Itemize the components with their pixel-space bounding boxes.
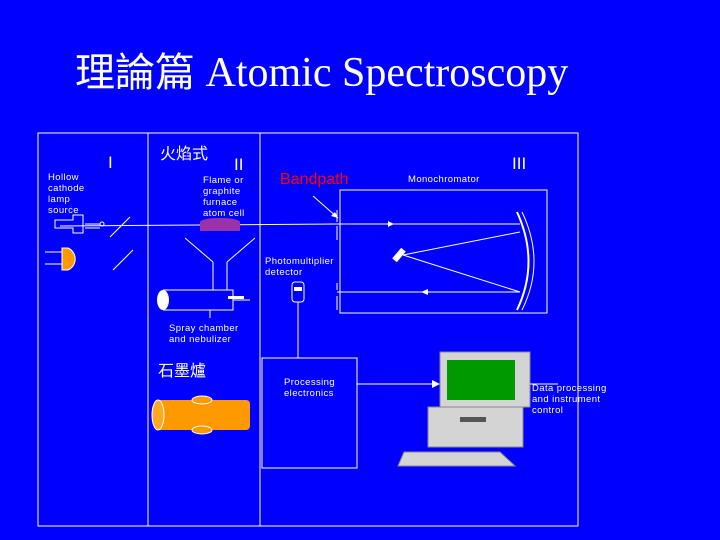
title-chinese: 理論篇: [75, 50, 195, 96]
chopper-top: [109, 216, 131, 238]
light-path-to-grating: [402, 231, 521, 256]
title-english: Atomic Spectroscopy: [205, 50, 569, 96]
photomultiplier-tube: [291, 281, 305, 303]
nebulizer-head: [228, 296, 244, 299]
lamp-top-outline: [54, 214, 84, 234]
spray-chamber-end: [157, 290, 169, 310]
keyboard: [397, 451, 517, 467]
slide-title: 理論篇 Atomic Spectroscopy: [75, 40, 568, 98]
bandpath-arrowhead: [331, 212, 338, 218]
section-label-one: I: [108, 153, 113, 172]
concave-mirror-back: [521, 211, 535, 311]
hollow-cathode-label: Hollow cathode lamp source: [48, 172, 85, 216]
computer-base: [427, 406, 524, 448]
flame-cell-label: Flame or graphite furnace atom cell: [203, 175, 245, 219]
concave-mirror: [516, 211, 530, 311]
graphite-furnace: [155, 400, 250, 430]
flame-top: [200, 218, 240, 226]
photomultiplier-window: [294, 287, 302, 291]
chopper-bottom: [112, 249, 134, 271]
spray-chamber-body: [163, 289, 234, 311]
graphite-furnace-chinese-label: 石墨爐: [158, 361, 207, 380]
arrow-left: [421, 289, 428, 295]
furnace-port-bottom: [191, 425, 213, 435]
section-three-frame: [259, 132, 579, 527]
processing-box: [261, 357, 358, 469]
flame-chinese-label: 火焰式: [160, 144, 209, 163]
spray-chamber-label: Spray chamber and nebulizer: [169, 323, 239, 345]
processing-label: Processing electronics: [284, 377, 335, 399]
section-label-three: III: [512, 154, 527, 173]
furnace-left-end: [151, 399, 165, 431]
monochromator-label: Monochromator: [408, 174, 480, 185]
disk-slot: [460, 417, 486, 422]
processing-arrowhead: [432, 380, 440, 388]
arrow-right: [388, 221, 394, 227]
flame-cell: [200, 222, 240, 231]
bandpath-label: Bandpath: [280, 171, 349, 188]
furnace-port-top: [191, 395, 213, 405]
light-path-main: [59, 223, 338, 227]
burner-right: [226, 237, 256, 263]
lamp-bottom-bulb: [61, 247, 76, 271]
photomultiplier-label: Photomultiplier detector: [265, 256, 334, 278]
monitor-screen: [447, 360, 515, 400]
light-path-from-grating: [402, 254, 521, 293]
lamp-top-terminal: [99, 221, 105, 227]
burner-left: [184, 237, 214, 263]
section-label-two: II: [234, 155, 244, 174]
monochromator-box: [339, 189, 548, 314]
data-processing-label: Data processing and instrument control: [532, 383, 607, 416]
diffraction-grating: [392, 247, 406, 263]
